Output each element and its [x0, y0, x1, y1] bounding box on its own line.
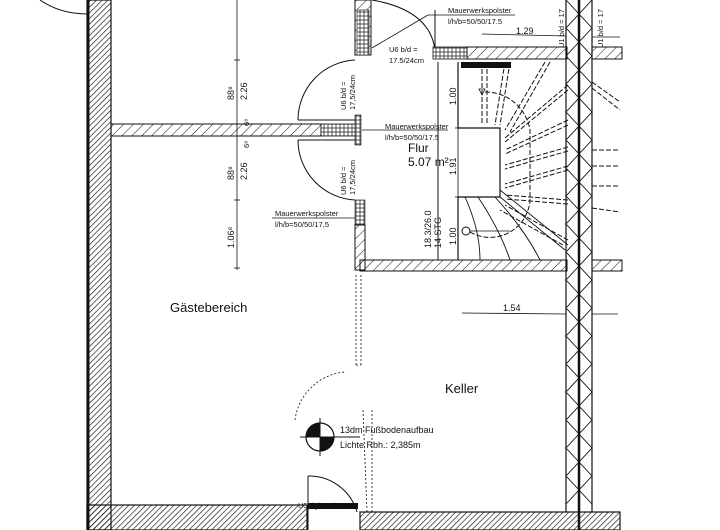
- masonry-pad-label-b: Mauerwerkspolster: [385, 122, 449, 131]
- staircase: [437, 61, 621, 261]
- dim-joint-bottom: 6⁸: [242, 141, 251, 148]
- dim-keller-width: 1.54: [503, 303, 521, 313]
- room-label-flur: Flur: [408, 141, 429, 155]
- lintel-upper-l1: U6 b/d =: [339, 81, 348, 110]
- lintel-bar-bottom: [308, 503, 358, 509]
- lintel-lower-l1: U6 b/d =: [339, 166, 348, 195]
- room-area-flur: 5.07 m²: [408, 155, 449, 169]
- floor-build-up: 13dm Fußbodenaufbau: [340, 425, 434, 435]
- clear-room-height: Lichte Rbh.: 2,385m: [340, 440, 421, 450]
- masonry-pad-dims-a: l/h/b=50/50/17.5: [448, 17, 502, 26]
- masonry-pad-dims-b: l/h/b=50/50/17.5: [385, 133, 439, 142]
- dim-stair-lower: 1.00: [448, 227, 458, 245]
- lintel-right-b: U1 b/d = 17: [596, 9, 605, 48]
- lintel-bar-top: [461, 62, 511, 68]
- dim-main-lower: 2.26: [239, 162, 249, 180]
- door-swing-lower: [297, 139, 356, 201]
- dimension-line-left: [234, 0, 240, 270]
- lintel-bottom: U5 dgl. 30/18cm: [298, 501, 353, 510]
- interior-wall-horizontal: [110, 123, 360, 137]
- exterior-wall-right: [565, 0, 593, 530]
- masonry-pad-label-c: Mauerwerkspolster: [275, 209, 339, 218]
- dimension-line-keller: [461, 312, 567, 315]
- dim-main-upper: 2.26: [239, 82, 249, 100]
- lintel-upper-l2: 17,5/24cm: [348, 75, 357, 110]
- dim-stair-upper: 1.00: [448, 87, 458, 105]
- room-label-keller: Keller: [445, 381, 479, 396]
- lintel-lower-l2: 17,5/24cm: [348, 160, 357, 195]
- level-marker-icon: [300, 418, 360, 456]
- door-swing-upper: [297, 59, 356, 121]
- stair-rise-run: 18.3/26.0: [423, 210, 433, 248]
- lintel-top-l2: 17.5/24cm: [389, 56, 424, 65]
- dimension-line-stair: [455, 62, 461, 260]
- wall-top-stair: [432, 46, 623, 60]
- exterior-wall-bottom: [86, 504, 621, 530]
- lintel-right-a: U1 b/d = 17: [557, 9, 566, 48]
- dim-stair-middle: 1.91: [448, 157, 458, 175]
- dimension-line-top: [481, 33, 567, 37]
- dim-sub-upper: 88⁸: [226, 86, 236, 100]
- stair-steps: 14 STG: [433, 217, 443, 248]
- dim-joint-top: 6⁸: [242, 119, 251, 126]
- dim-top-right: 1.29: [516, 26, 534, 36]
- dim-sub-lower: 88⁸: [226, 166, 236, 180]
- interior-wall-vertical: [354, 0, 372, 271]
- dim-bottom-left: 1.06⁸: [226, 226, 236, 248]
- dashed-opening: [294, 275, 373, 513]
- room-label-gaestebereich: Gästebereich: [170, 300, 247, 315]
- lintel-top-l1: U6 b/d =: [389, 45, 418, 54]
- leader-lines: [272, 14, 515, 219]
- door-swing-top: [371, 0, 436, 51]
- masonry-pad-label-a: Mauerwerkspolster: [448, 6, 512, 15]
- exterior-wall-left: [86, 0, 112, 530]
- door-swing-arc: [39, 0, 89, 15]
- masonry-pad-dims-c: l/h/b=50/50/17,5: [275, 220, 329, 229]
